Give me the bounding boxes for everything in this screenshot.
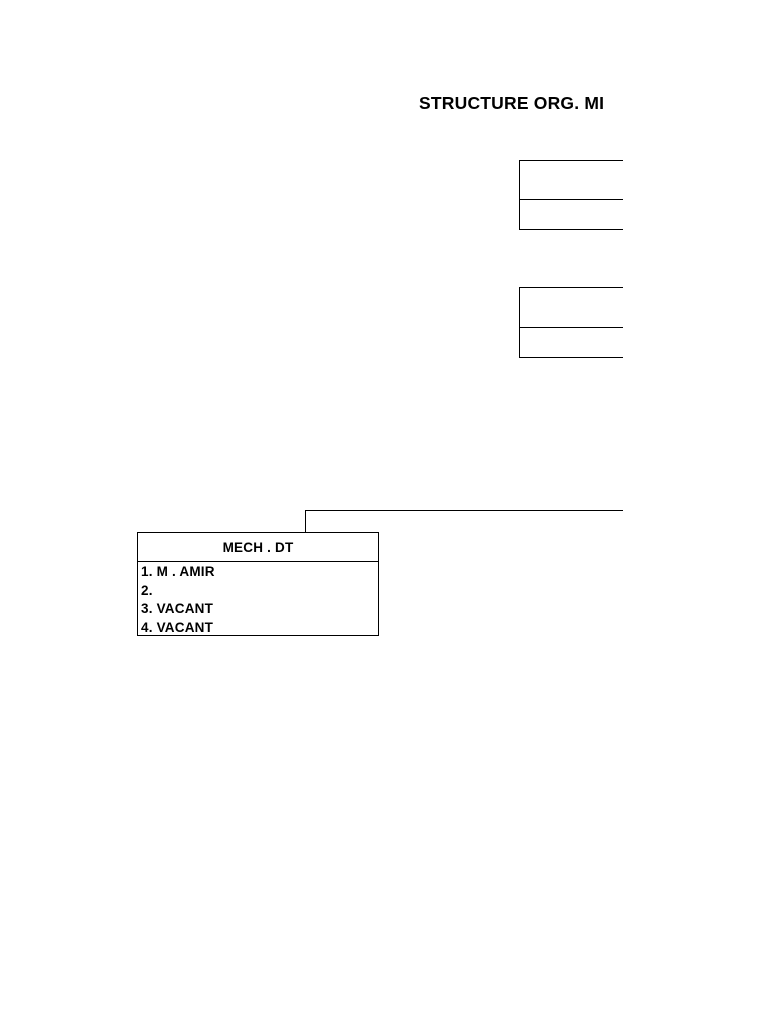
org-box-mech-dt: MECH . DT 1. M . AMIR 2. 3. VACANT 4. VA…: [137, 532, 379, 636]
org-box-header: VA: [520, 161, 623, 199]
page-title: STRUCTURE ORG. MI: [419, 93, 605, 113]
org-box-body: 1. M . AMIR 2. 3. VACANT 4. VACANT: [138, 561, 378, 635]
org-box-body: SUPV: [520, 199, 623, 228]
printable-area-clip: STRUCTURE ORG. MI VA SUPV SURY LH. MECH …: [137, 93, 623, 636]
org-box-header: MECH . DT: [222, 539, 294, 555]
org-box-row: SUPV: [520, 200, 623, 228]
org-box-sury-lh: SURY LH.: [519, 287, 623, 358]
org-box-body: LH.: [520, 327, 623, 356]
list-item: 2.: [141, 582, 153, 598]
org-box-vacant-supv: VA SUPV: [519, 160, 623, 230]
list-item: 4. VACANT: [141, 619, 214, 635]
list-item: 3. VACANT: [141, 601, 214, 616]
connector-vertical-line: [305, 510, 306, 533]
org-box-row: LH.: [520, 328, 623, 356]
connector-horizontal-line: [305, 510, 623, 511]
org-box-header: SURY: [520, 288, 623, 327]
list-item: 1. M . AMIR: [141, 564, 215, 579]
